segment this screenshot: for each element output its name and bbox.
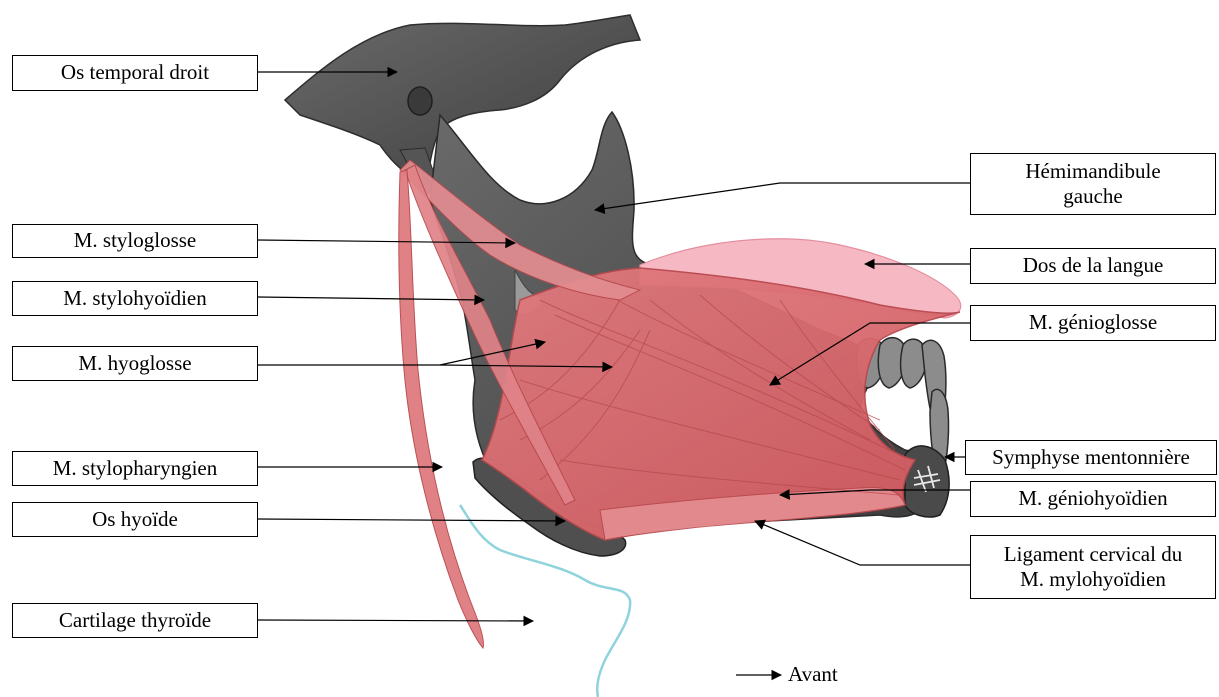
- label-temporal-bone: Os temporal droit: [12, 55, 258, 91]
- label-tongue-dorsum-text: Dos de la langue: [1023, 253, 1164, 278]
- label-stylopharyngeus-text: M. stylopharyngien: [53, 456, 217, 481]
- label-thyroid-cartilage-text: Cartilage thyroïde: [59, 608, 211, 633]
- label-cervical-ligament-line1: Ligament cervical du: [1004, 542, 1182, 567]
- label-thyroid-cartilage: Cartilage thyroïde: [12, 603, 258, 638]
- label-genioglossus: M. génioglosse: [970, 305, 1216, 341]
- label-styloglossus-text: M. styloglosse: [74, 228, 197, 253]
- label-tongue-dorsum: Dos de la langue: [970, 248, 1216, 284]
- label-hyoglossus: M. hyoglosse: [12, 346, 258, 381]
- label-geniohyoid: M. géniohyoïdien: [970, 481, 1216, 517]
- label-genioglossus-text: M. génioglosse: [1029, 310, 1157, 335]
- label-stylohyoid-text: M. stylohyoïdien: [63, 286, 207, 311]
- label-hyoglossus-text: M. hyoglosse: [78, 351, 191, 376]
- chin-symphysis-shape: [905, 446, 949, 517]
- label-cervical-ligament-line2: M. mylohyoïdien: [1020, 567, 1166, 592]
- label-stylohyoid: M. stylohyoïdien: [12, 281, 258, 316]
- label-hemimandible-line1: Hémimandibule: [1025, 159, 1160, 184]
- label-styloglossus: M. styloglosse: [12, 224, 258, 258]
- orientation-label: Avant: [788, 662, 838, 687]
- label-hyoid-bone: Os hyoïde: [12, 502, 258, 537]
- label-stylopharyngeus: M. stylopharyngien: [12, 451, 258, 486]
- label-temporal-bone-text: Os temporal droit: [61, 60, 209, 85]
- label-cervical-ligament: Ligament cervical du M. mylohyoïdien: [970, 535, 1216, 599]
- label-geniohyoid-text: M. géniohyoïdien: [1018, 486, 1167, 511]
- label-mental-symphysis-text: Symphyse mentonnière: [992, 445, 1190, 470]
- label-mental-symphysis: Symphyse mentonnière: [965, 440, 1217, 475]
- external-acoustic-meatus-shape: [408, 87, 432, 115]
- label-hemimandible-line2: gauche: [1063, 184, 1122, 209]
- label-hyoid-bone-text: Os hyoïde: [92, 507, 178, 532]
- label-hemimandible: Hémimandibule gauche: [970, 153, 1216, 215]
